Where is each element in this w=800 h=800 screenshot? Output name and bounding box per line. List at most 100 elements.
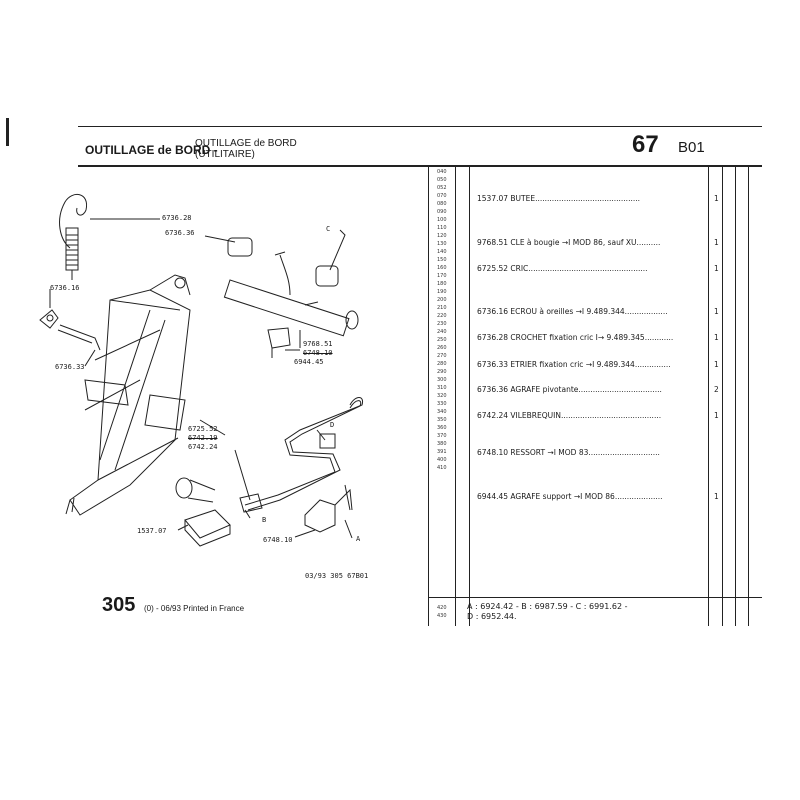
label-1537-07: 1537.07 <box>137 527 167 535</box>
code-cell: 340 <box>437 409 447 415</box>
code-cell: 290 <box>437 369 447 375</box>
code-cell: 190 <box>437 289 447 295</box>
code-cell: 050 <box>437 177 447 183</box>
clip-part <box>57 324 101 351</box>
label-6736-16: 6736.16 <box>50 284 80 292</box>
leader-lines <box>49 218 353 539</box>
table-footer-rule <box>428 597 762 598</box>
label-d: D <box>330 421 335 429</box>
code-cell: 070 <box>437 193 447 199</box>
clamp-b-part <box>239 493 263 513</box>
part-qty: 1 <box>714 307 719 316</box>
code-cell: 140 <box>437 249 447 255</box>
code-cell: 220 <box>437 313 447 319</box>
part-qty: 2 <box>714 385 719 394</box>
clamp-d-part <box>319 433 336 449</box>
part-qty: 1 <box>714 333 719 342</box>
diagram-reference: 03/93 305 67B01 <box>305 572 369 580</box>
hook-part <box>59 194 88 280</box>
label-6736-33: 6736.33 <box>55 363 85 371</box>
label-b: B <box>262 516 267 524</box>
part-row: 9768.51 CLE à bougie →I MOD 86, sauf XU.… <box>477 238 661 247</box>
stop-block-part <box>184 509 231 547</box>
code-cell: 230 <box>437 321 447 327</box>
code-cell: 391 <box>437 449 447 455</box>
table-col-line <box>455 166 456 626</box>
table-col-line <box>748 166 749 626</box>
code-cell: 320 <box>437 393 447 399</box>
page-subtitle-line2: (UTILITAIRE) <box>195 149 255 160</box>
code-cell: 260 <box>437 345 447 351</box>
part-qty: 1 <box>714 264 719 273</box>
code-cell: 180 <box>437 281 447 287</box>
code-cell: 080 <box>437 201 447 207</box>
label-6748-10-struck: 6748.10 <box>303 349 333 357</box>
label-6736-36: 6736.36 <box>165 229 195 237</box>
code-cell: 380 <box>437 441 447 447</box>
table-col-line <box>469 166 470 626</box>
code-cell: 430 <box>437 613 447 619</box>
variant-note-line1: A : 6924.42 - B : 6987.59 - C : 6991.62 … <box>467 602 628 611</box>
part-row: 6944.45 AGRAFE support →I MOD 86........… <box>477 492 663 501</box>
crank-part <box>175 397 364 511</box>
label-6748-10: 6748.10 <box>263 536 293 544</box>
label-6725-52: 6725.52 <box>188 425 218 433</box>
code-cell: 150 <box>437 257 447 263</box>
part-qty: 1 <box>714 492 719 501</box>
jack-part <box>65 274 191 516</box>
label-6742-24: 6742.24 <box>188 443 218 451</box>
code-cell: 360 <box>437 425 447 431</box>
part-row: 1537.07 BUTEE...........................… <box>477 194 640 203</box>
variant-note-line2: D : 6952.44. <box>467 612 517 621</box>
part-row: 6736.28 CROCHET fixation cric I→ 9.489.3… <box>477 333 674 342</box>
clamp-part <box>227 237 339 306</box>
support-clip-part <box>267 327 291 358</box>
exploded-diagram <box>39 194 364 547</box>
code-cell: 130 <box>437 241 447 247</box>
code-cell: 410 <box>437 465 447 471</box>
header-top-rule <box>78 126 762 127</box>
label-9768-51: 9768.51 <box>303 340 333 348</box>
table-col-line <box>428 166 429 626</box>
page-subtitle-line1: OUTILLAGE de BORD <box>195 138 297 149</box>
group-code: B01 <box>678 139 705 156</box>
label-a: A <box>356 535 361 543</box>
wrench-part <box>223 251 359 337</box>
code-cell: 240 <box>437 329 447 335</box>
part-qty: 1 <box>714 194 719 203</box>
header-bottom-rule <box>78 165 762 167</box>
code-cell: 160 <box>437 265 447 271</box>
code-cell: 370 <box>437 433 447 439</box>
bracket-part <box>304 484 353 533</box>
table-col-line <box>735 166 736 626</box>
code-cell: 420 <box>437 605 447 611</box>
part-row: 6736.16 ECROU à oreilles →I 9.489.344...… <box>477 307 668 316</box>
code-cell: 200 <box>437 297 447 303</box>
code-cell: 100 <box>437 217 447 223</box>
code-cell: 400 <box>437 457 447 463</box>
code-cell: 052 <box>437 185 447 191</box>
label-6944-45: 6944.45 <box>294 358 324 366</box>
part-qty: 1 <box>714 238 719 247</box>
code-cell: 300 <box>437 377 447 383</box>
table-col-line <box>722 166 723 626</box>
part-qty: 1 <box>714 360 719 369</box>
part-qty: 1 <box>714 411 719 420</box>
label-c: C <box>326 225 331 233</box>
label-6742-19: 6742.19 <box>188 434 218 442</box>
code-cell: 330 <box>437 401 447 407</box>
code-cell: 110 <box>437 225 447 231</box>
code-cell: 040 <box>437 169 447 175</box>
group-number: 67 <box>632 131 659 158</box>
wing-nut-part <box>39 309 59 329</box>
table-col-line <box>708 166 709 626</box>
code-cell: 210 <box>437 305 447 311</box>
code-cell: 090 <box>437 209 447 215</box>
code-cell: 310 <box>437 385 447 391</box>
label-6736-28: 6736.28 <box>162 214 192 222</box>
page-number: 305 <box>102 594 136 616</box>
code-cell: 280 <box>437 361 447 367</box>
binding-mark <box>6 118 9 146</box>
part-row: 6725.52 CRIC............................… <box>477 264 648 273</box>
page-footer-info: (0) - 06/93 Printed in France <box>144 604 245 613</box>
